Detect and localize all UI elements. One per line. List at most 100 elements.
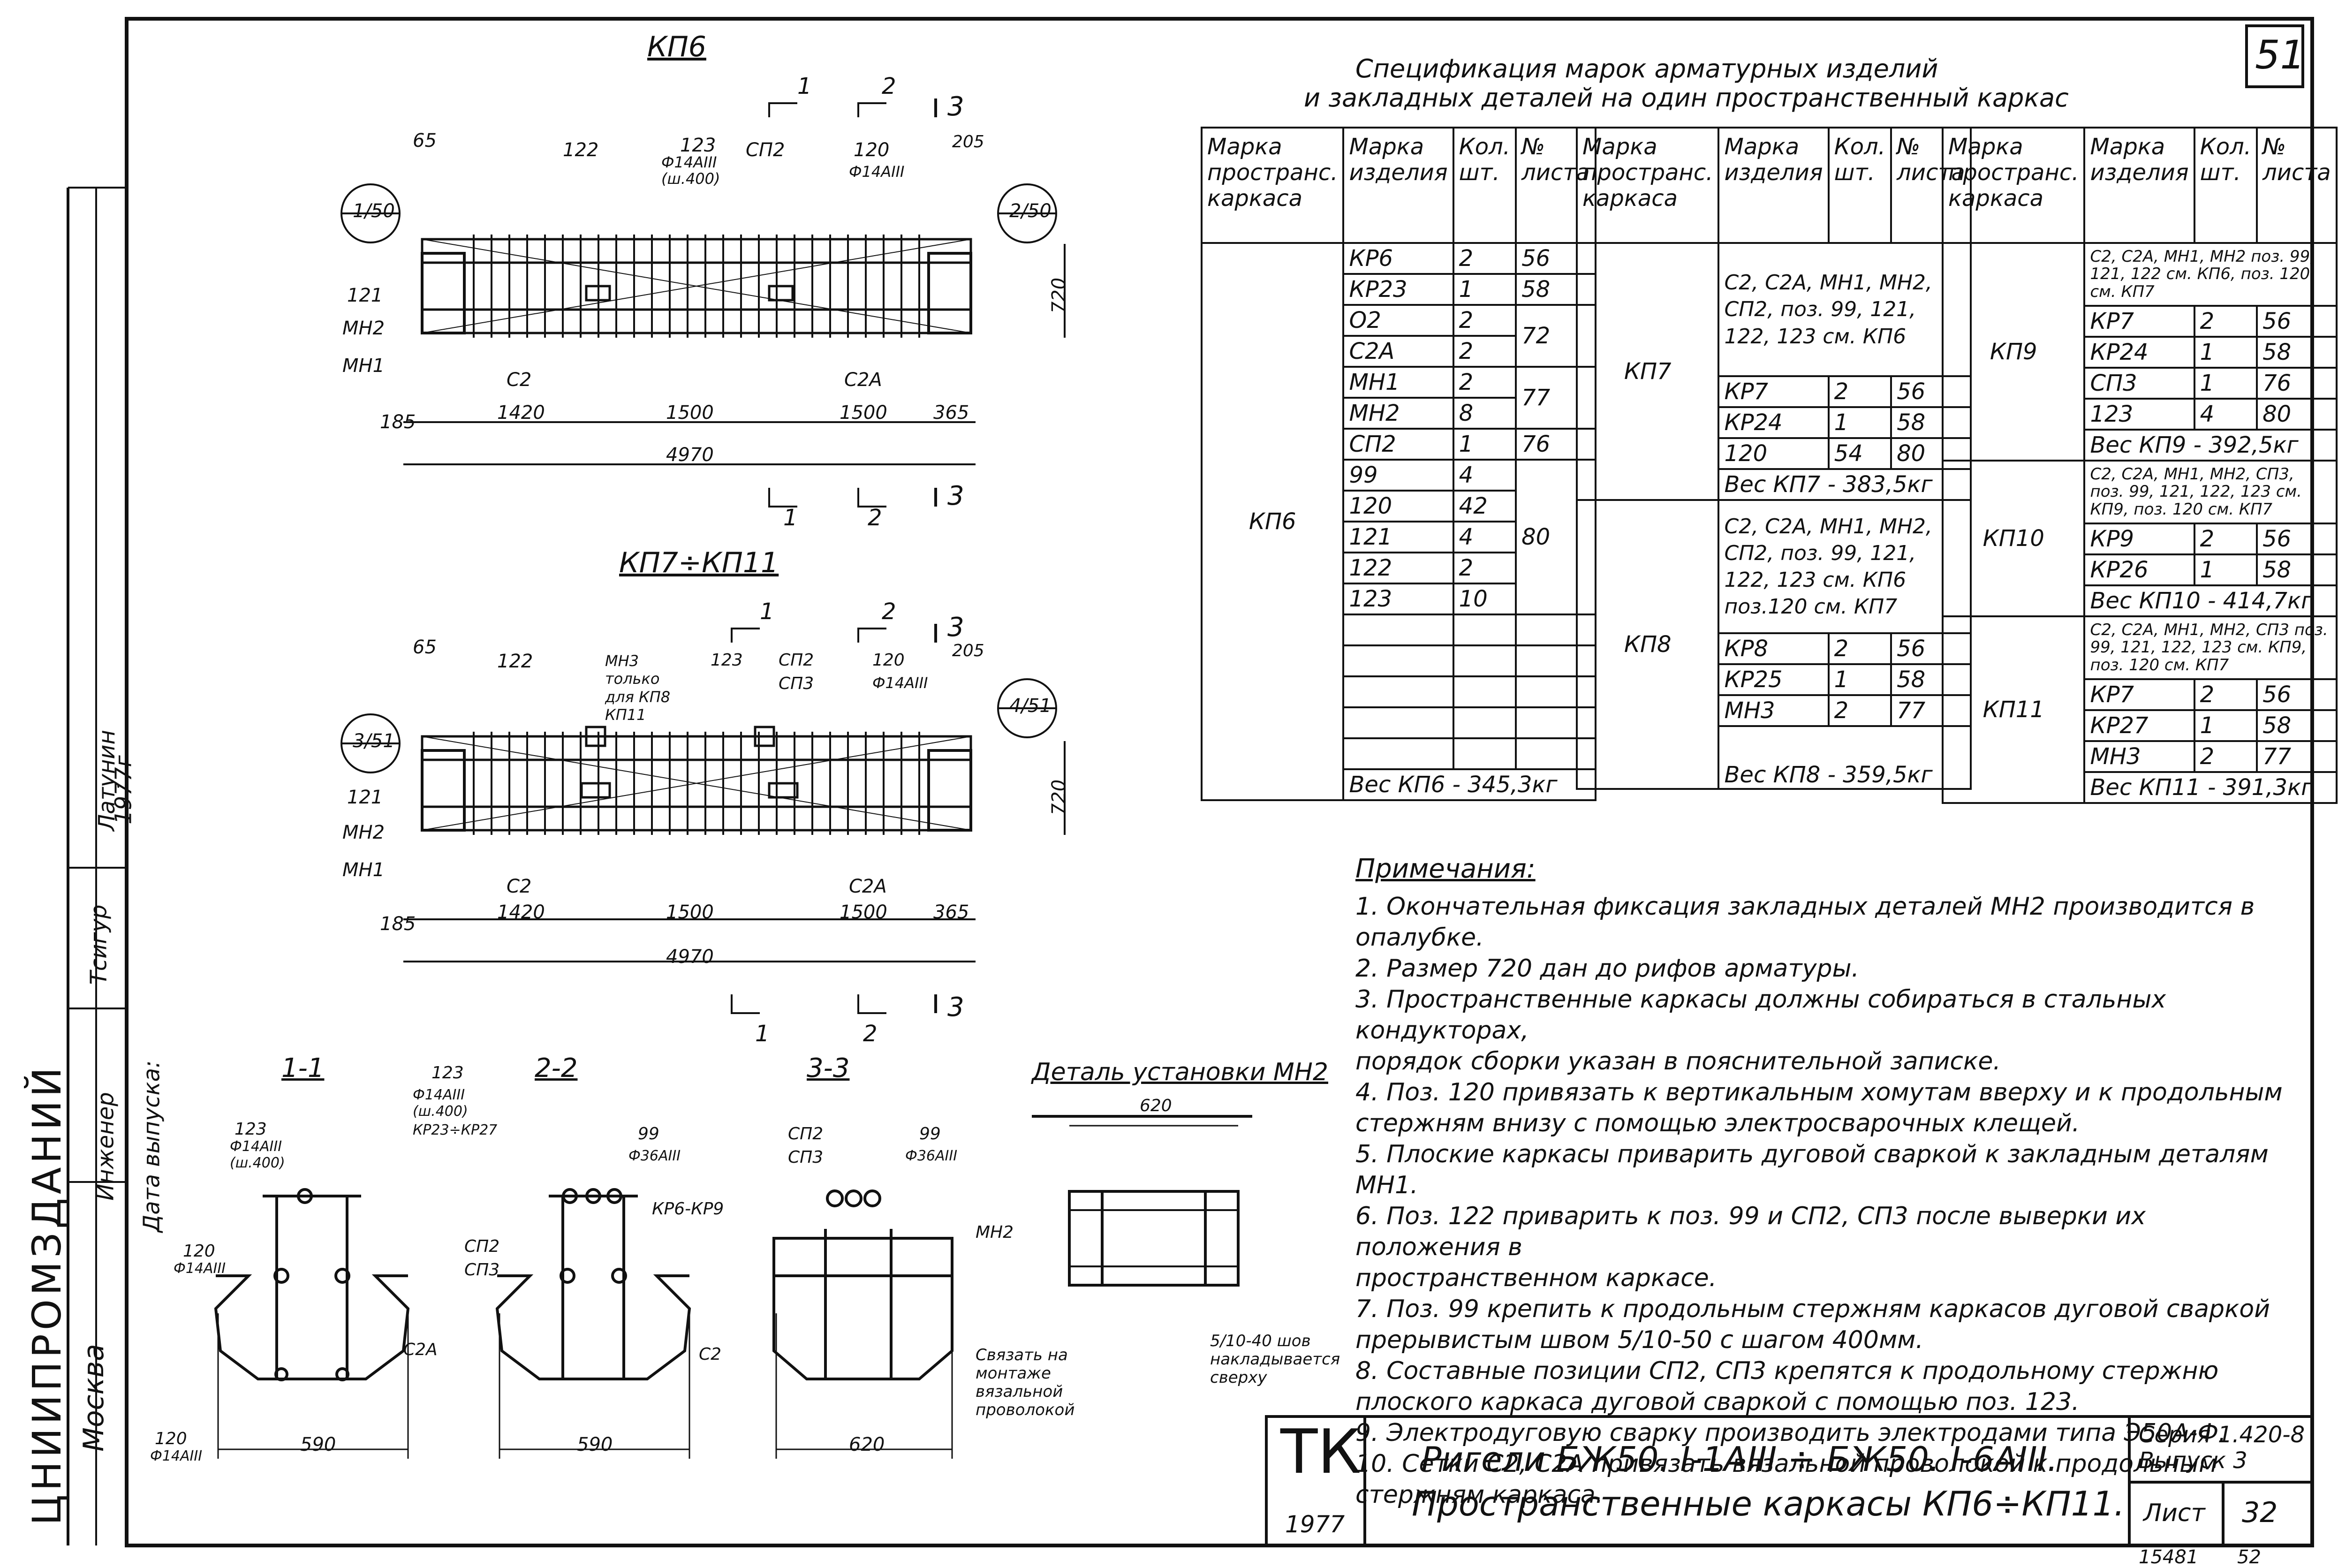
th-item: Марка изделия [1718, 127, 1830, 244]
cell: 2 [2193, 305, 2258, 338]
cell: МН3 [1718, 694, 1830, 727]
title-sheet-label: Лист [2143, 1499, 2205, 1527]
kp7-stirrups [473, 732, 920, 835]
frame-kp8: КП8 [1575, 499, 1720, 790]
lbl-122: 122 [563, 139, 599, 161]
detail-620: 620 [1140, 1096, 1172, 1115]
weight-kp10: Вес КП10 - 414,7кг [2083, 584, 2338, 617]
lbl2-c2: С2 [507, 876, 532, 897]
th-qty: Кол. шт. [1827, 127, 1892, 244]
cut-2-low: 2 [863, 1021, 878, 1047]
table-row: Вес КП6 - 345,3кг [1202, 768, 1596, 801]
th-item: Марка изделия [2083, 127, 2195, 244]
sec3-sp2: СП2 [788, 1124, 824, 1144]
title-kp6: КП6 [647, 30, 706, 63]
cell: КР24 [1718, 406, 1830, 439]
cell: СП2 [1342, 428, 1454, 461]
sec3-99: 99 [919, 1124, 941, 1144]
sheet-number: 51 [2255, 32, 2305, 78]
lbl2-mn3: МН3 только для КП8 КП11 [605, 652, 671, 724]
note-line: 9. Электродуговую сварку производить эле… [1355, 1419, 2226, 1447]
note-line: 2. Размер 720 дан до рифов арматуры. [1355, 954, 1860, 983]
cell: МН3 [2083, 740, 2195, 773]
note-line: 1. Окончательная фиксация закладных дета… [1355, 893, 2255, 952]
cell: 120 [1718, 437, 1830, 470]
lbl-1420: 1420 [497, 402, 545, 424]
note-line: 4. Поз. 120 привязать к вертикальным хом… [1355, 1078, 2283, 1106]
weight-kp9: Вес КП9 - 392,5кг [2083, 429, 2338, 462]
title-line-2: Пространственные каркасы КП6÷КП11. [1412, 1484, 2125, 1523]
cell: 2 [1827, 694, 1892, 727]
kp6-stirrups [473, 235, 920, 338]
lbl2-65: 65 [413, 636, 437, 658]
lbl-c2a: С2А [844, 369, 882, 391]
cell: 121 [1342, 521, 1454, 553]
lbl2-f14: Ф14АIII [872, 674, 928, 692]
lbl-205: 205 [952, 132, 984, 151]
cut-2-mid: 2 [882, 598, 896, 625]
lbl-f14: Ф14АIII [661, 153, 717, 171]
th-item: Марка изделия [1342, 127, 1454, 244]
footer-page: 52 [2237, 1546, 2261, 1568]
note-line: 5. Плоские каркасы приварить дуговой сва… [1355, 1140, 2269, 1199]
cell: 80 [2256, 398, 2338, 431]
title-year: 1977 [1285, 1511, 1345, 1538]
frame-kp11: КП11 [1941, 615, 2086, 804]
cut-2-bot: 2 [868, 505, 882, 531]
lbl2-4970: 4970 [666, 946, 714, 968]
cell: 2 [1827, 632, 1892, 665]
frame-kp7-elevation [421, 726, 972, 832]
kp8-note: С2, С2А, МН1, МН2, СП2, поз. 99, 121, 12… [1718, 499, 1972, 634]
frame-kp9: КП9 [1941, 242, 2086, 462]
spec-title-2: и закладных деталей на один пространстве… [1304, 83, 2069, 113]
lbl-4970: 4970 [666, 444, 714, 466]
marker-3-51: 3/51 [353, 730, 395, 752]
weight-kp8: Вес КП8 - 359,5кг [1718, 725, 1972, 790]
note-line: пространственном каркасе. [1355, 1264, 1717, 1292]
spec-title-1: Спецификация марок арматурных изделий [1355, 54, 1938, 83]
sec2-c2a: С2А [403, 1340, 438, 1359]
cell: О2 [1342, 304, 1454, 337]
sec1-f14b: Ф14АIII [150, 1448, 203, 1464]
cell: МН1 [1342, 366, 1454, 399]
th-sheet: № листа [2256, 127, 2338, 244]
th-qty: Кол. шт. [2193, 127, 2258, 244]
cut-1-top: 1 [797, 73, 812, 99]
title-kp7-11: КП7÷КП11 [619, 546, 779, 579]
kp11-note: С2, С2А, МН1, МН2, СП3 поз. 99, 121, 122… [2083, 615, 2338, 680]
sec1-590: 590 [300, 1434, 336, 1455]
sec2-sp2: СП2 [464, 1237, 500, 1256]
lbl2-mn1: МН1 [342, 859, 385, 881]
lbl2-120: 120 [872, 651, 905, 670]
lbl-c2: С2 [507, 369, 532, 391]
th-frame: Марка пространс. каркаса [1200, 127, 1345, 244]
lbl-365: 365 [933, 402, 969, 424]
cut-1-bot: 1 [783, 505, 798, 531]
note-line: 6. Поз. 122 приварить к поз. 99 и СП2, С… [1355, 1202, 2146, 1261]
note-line: 3. Пространственные каркасы должны собир… [1355, 985, 2166, 1045]
cell: КР27 [2083, 709, 2195, 742]
kp10-note: С2, С2А, МН1, МН2, СП3, поз. 99, 121, 12… [2083, 460, 2338, 524]
cut-3-bot: 3 [947, 481, 964, 511]
lbl-f14b: Ф14АIII [849, 163, 905, 181]
note-line: прерывистым швом 5/10-50 с шагом 400мм. [1355, 1326, 1923, 1354]
cell: 2 [1827, 375, 1892, 408]
th-frame: Марка пространс. каркаса [1575, 127, 1720, 244]
weight-kp7: Вес КП7 - 383,5кг [1718, 468, 1972, 501]
title-sheet-no: 32 [2242, 1496, 2278, 1529]
sec2-sp3: СП3 [464, 1260, 500, 1280]
cell: 76 [2256, 367, 2338, 400]
